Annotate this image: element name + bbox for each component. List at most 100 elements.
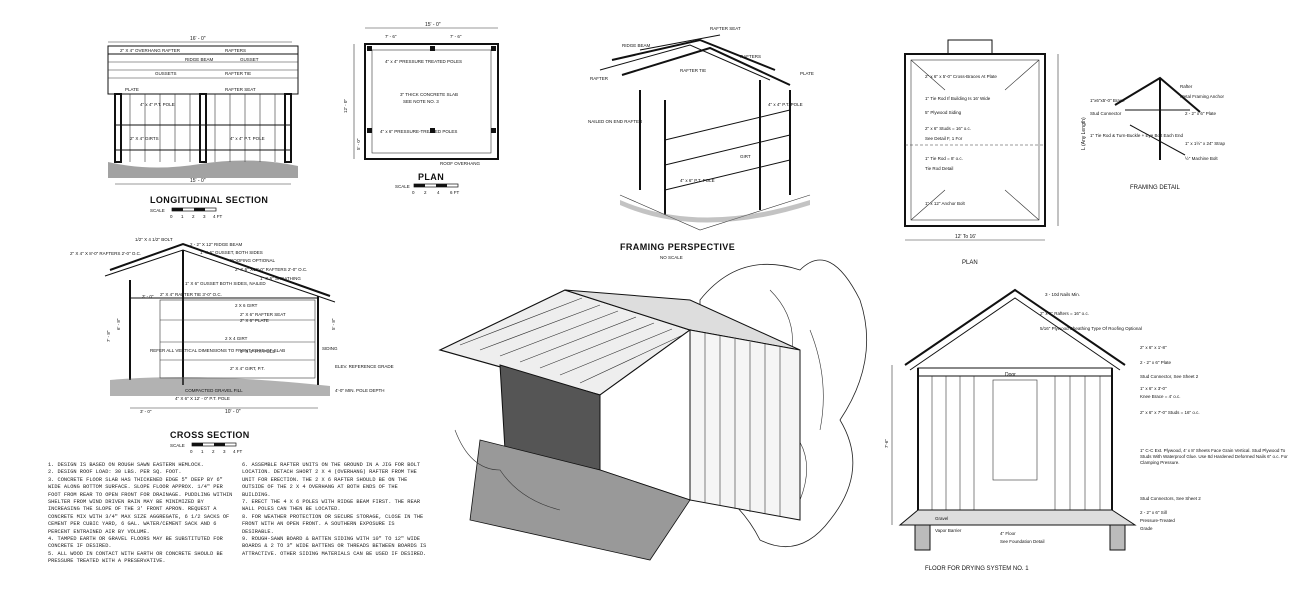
framing-detail-title: FRAMING DETAIL bbox=[1130, 185, 1181, 191]
drawing-label: 6' - 8" bbox=[116, 318, 121, 330]
label-ridge: RIDGE BEAM bbox=[185, 57, 214, 62]
drawing-label: RAFTER SEAT bbox=[710, 26, 741, 31]
drawing-label: 1" x 12" Anchor Bolt bbox=[925, 201, 965, 206]
drawing-label: 7' - 6" bbox=[450, 34, 462, 39]
drawing-label: 1" x 6" x 3'-0" bbox=[1140, 386, 1167, 391]
note-item: 2. DESIGN ROOF LOAD: 30 LBS. PER SQ. FOO… bbox=[48, 469, 182, 476]
drawing-label: 2 - 2" x 6" Plate bbox=[1140, 360, 1171, 365]
drying-section-title: FLOOR FOR DRYING SYSTEM NO. 1 bbox=[925, 566, 1029, 572]
drawing-label: 2" X 6" PLATE bbox=[240, 318, 269, 323]
drawing-label: 2" X 4" GIRT, P.T. bbox=[230, 366, 265, 371]
drawing-label: RAFTER bbox=[590, 76, 609, 81]
drawing-label: 4" Floor bbox=[1000, 531, 1016, 536]
longitudinal-section: 16' - 0" 2" X 4" OVERHANG RAFTER RAFTERS… bbox=[107, 36, 299, 219]
drawing-label: RAFTER TIE bbox=[680, 68, 706, 73]
drawing-label: GIRT bbox=[740, 154, 751, 159]
notes-right: 6. ASSEMBLE RAFTER UNITS ON THE GROUND I… bbox=[242, 462, 427, 558]
drawing-label: 2" X 6" X12'-0" RAFTERS 2'-0" O.C. bbox=[235, 267, 307, 272]
drawing-label: Stud Connector, See Sheet 2 bbox=[1140, 374, 1199, 379]
plan-slab-note: SEE NOTE NO. 3 bbox=[403, 99, 439, 104]
drawing-label: Knee Brace = 4' o.c. bbox=[1140, 394, 1181, 399]
drawing-label: Gravel bbox=[935, 516, 948, 521]
drawing-label: REFER ALL VERTICAL DIMENSIONS TO FRONT E… bbox=[150, 348, 285, 353]
drawing-label: 2" X 4" X 8'-0" RAFTERS 2'-0" O.C. bbox=[70, 251, 141, 256]
label-girts: 2" X 4" GIRTS bbox=[130, 136, 159, 141]
plan-dim-top: 15' - 0" bbox=[425, 22, 441, 28]
drawing-label: 4" X 6" X 12' - 0" P.T. POLE bbox=[175, 396, 230, 401]
drawing-label: 3' - 0" bbox=[142, 294, 154, 299]
note-item: 3. CONCRETE FLOOR SLAB HAS THICKENED EDG… bbox=[48, 476, 233, 535]
drawing-label: 5' - 8" bbox=[331, 318, 336, 330]
drawing-label: L (Any Length) bbox=[1081, 117, 1087, 150]
note-item: 5. ALL WOOD IN CONTACT WITH EARTH OR CON… bbox=[48, 550, 223, 565]
drawing-label: NO SCALE bbox=[660, 255, 683, 260]
drawing-label: 1" Tie Rod If Building Is 16' Wide bbox=[925, 96, 991, 101]
perspective-title: FRAMING PERSPECTIVE bbox=[620, 242, 735, 252]
plan-slab: 3" THICK CONCRETE SLAB bbox=[400, 92, 458, 97]
dim-bottom: 15' - 0" bbox=[190, 178, 206, 184]
drawing-label: 1 bbox=[201, 449, 204, 454]
drawing-label: 4'-0" MIN. POLE DEPTH bbox=[335, 388, 384, 393]
drawing-label: 2 bbox=[192, 214, 195, 219]
drawing-label: 2" X 6" RAFTER SEAT bbox=[240, 312, 286, 317]
drawing-label: 4" x 6" P.T. POLE bbox=[680, 178, 715, 183]
drawing-label: 3 bbox=[223, 449, 226, 454]
drawing-label: 12' To 16' bbox=[955, 234, 976, 240]
drawing-label: 5" Plywood Siding bbox=[925, 110, 962, 115]
plywood-note: 1" C-C Ext. Plywood, 4' x 8' Sheets Face… bbox=[1140, 448, 1288, 465]
note-item: 6. ASSEMBLE RAFTER UNITS ON THE GROUND I… bbox=[242, 462, 421, 498]
drawing-label: 12' - 0" bbox=[343, 99, 348, 113]
shed-perspective-drawing bbox=[438, 259, 868, 561]
drawing-label: 2 X 4 GIRT bbox=[225, 336, 248, 341]
drawing-label: SIDING bbox=[322, 346, 338, 351]
label-pole-left: 4" x 4" P.T. POLE bbox=[140, 102, 175, 107]
drawing-label: 2" x 6" x 5'-0" Cross-Braces At Plate bbox=[925, 74, 997, 79]
drying-section: Door 3 - 10d Nails Min. 2" x 6" Rafters … bbox=[884, 288, 1288, 572]
drawing-label: ROOFING OPTIONAL bbox=[230, 258, 276, 263]
label-pole-right: 4" x 4" P.T. POLE bbox=[230, 136, 265, 141]
plan-view: 15' - 0" 7' - 6" 7' - 6" 4" x 4" PRESSUR… bbox=[343, 22, 499, 195]
drawing-label: 1 bbox=[181, 214, 184, 219]
drawing-label: 2" x 6" Rafters = 16" o.c. bbox=[1040, 311, 1089, 316]
drawing-label: 1" Tie Rod = 8' o.c. bbox=[925, 156, 963, 161]
section-title: LONGITUDINAL SECTION bbox=[150, 195, 268, 205]
drawing-label: 0 bbox=[170, 214, 173, 219]
drawing-label: Grade bbox=[1140, 526, 1153, 531]
label-rafter-seat: RAFTER SEAT bbox=[225, 87, 256, 92]
drawing-label: Stud Connector bbox=[1090, 111, 1122, 116]
drawing-label: 1"x6"x5'-0" Brace bbox=[1090, 98, 1125, 103]
drawing-label: See Foundation Detail bbox=[1000, 539, 1045, 544]
drawing-label: Stud Connectors, See Sheet 2 bbox=[1140, 496, 1201, 501]
plan-poles-bottom: 4" x 6" PRESSURE-TREATED POLES bbox=[380, 129, 457, 134]
drawing-label: PLATE bbox=[800, 71, 814, 76]
drawing-label: 6 FT bbox=[450, 190, 460, 195]
drawing-label: See Detail F, 1 For bbox=[925, 136, 963, 141]
drawing-label: Metal Framing Anchor bbox=[1180, 94, 1225, 99]
drawing-label: 2" x 6" x 7'-0" Studs = 16" o.c. bbox=[1140, 410, 1200, 415]
drying-plan: 2" x 6" x 5'-0" Cross-Braces At Plate 1"… bbox=[904, 39, 1087, 266]
drawing-label: 2 - 2" x 6" Sill bbox=[1140, 510, 1167, 515]
dim-top: 16' - 0" bbox=[190, 36, 206, 42]
drawing-label: 2 bbox=[212, 449, 215, 454]
drawing-label: 4" x 4" P.T. POLE bbox=[768, 102, 803, 107]
drawing-label: 4 bbox=[437, 190, 440, 195]
framing-detail: Rafter Metal Framing Anchor 2 - 2" x 6" … bbox=[1090, 76, 1226, 191]
note-item: 1. DESIGN IS BASED ON ROUGH SAWN EASTERN… bbox=[48, 462, 204, 468]
plan-title: PLAN bbox=[418, 172, 444, 182]
note-item: 4. TAMPED EARTH OR GRAVEL FLOORS MAY BE … bbox=[48, 536, 223, 550]
drawing-label: Vapor Barrier bbox=[935, 528, 962, 533]
drawing-label: 7' - 8" bbox=[106, 330, 111, 342]
note-item: 9. ROUGH-SAWN BOARD & BATTEN SIDING WITH… bbox=[242, 536, 427, 557]
drawing-label: SCALE bbox=[170, 443, 185, 448]
drawing-label: 1/2" X 4 1/2" BOLT bbox=[135, 237, 173, 242]
scale-label: SCALE bbox=[150, 208, 165, 213]
drawing-label: Pressure-Treated bbox=[1140, 518, 1175, 523]
drawing-label: 2 - 2" X 12" RIDGE BEAM bbox=[190, 242, 242, 247]
drawing-label: 2 - 2" x 6" Plate bbox=[1185, 111, 1216, 116]
drawing-label: SCALE bbox=[395, 184, 410, 189]
drying-plan-title: PLAN bbox=[962, 260, 978, 266]
drawing-label: 2" x 6" x 1'-8" bbox=[1140, 345, 1167, 350]
drawing-label: Door bbox=[1005, 372, 1016, 378]
drawing-label: 0 bbox=[412, 190, 415, 195]
